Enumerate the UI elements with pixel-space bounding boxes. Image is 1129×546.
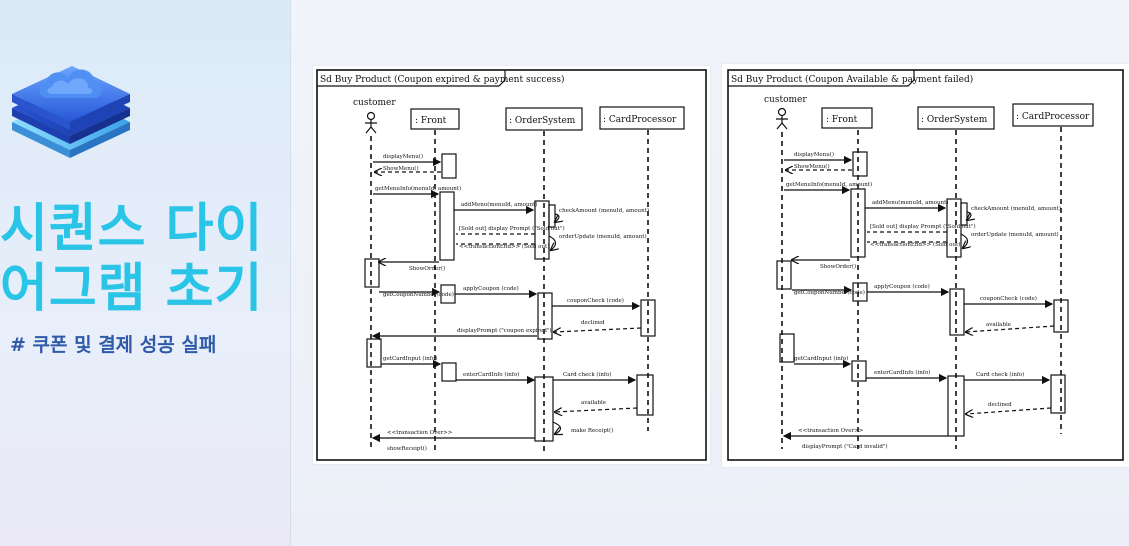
sequence-diagram-coupon-expired: Sd Buy Product (Coupon expired & payment… (313, 66, 710, 464)
message-label: couponCheck (code) (567, 297, 624, 304)
message-label: displayPrompt ("coupon expired") (457, 327, 552, 334)
message-label: [Sold out] display Prompt ("Sold out") (870, 223, 976, 230)
participant-front: : Front (415, 116, 447, 126)
message-label: ShowMenu() (383, 165, 419, 172)
message-label: getCardInput (info) (794, 355, 848, 362)
message-label: addMenu(menuId, amount) (461, 201, 537, 208)
layers-cloud-logo (12, 66, 130, 158)
participant-cardprocessor: : CardProcessor (603, 115, 677, 125)
actor-label: customer (764, 95, 807, 105)
message-label: make Receipt() (571, 427, 613, 434)
message-label: addMenu(menuId, amount) (872, 199, 948, 206)
message-label: enterCardInfo (info) (463, 371, 519, 378)
message-label: applyCoupon (code) (874, 283, 930, 290)
participant-front: : Front (826, 115, 858, 125)
sequence-diagram-payment-failed: Sd Buy Product (Coupon Available & payme… (722, 64, 1129, 467)
sequence-diagram-a-svg: Sd Buy Product (Coupon expired & payment… (316, 69, 707, 461)
message-label: ShowOrder() (820, 263, 856, 270)
message-label: displayMenu() (794, 151, 834, 158)
message-label: <<transaction Over>> (798, 428, 864, 434)
message-label: [Sold out] display Prompt ("Sold out") (459, 225, 565, 232)
message-label: getMenuInfo(menuId, amount) (786, 181, 872, 188)
message-label: enterCardInfo (info) (874, 369, 930, 376)
message-label: checkAmount (menuId, amount) (559, 207, 649, 214)
left-panel: 시퀀스 다이 어그램 초기 # 쿠폰 및 결제 성공 실패 (0, 0, 291, 546)
sequence-diagram-b-svg: Sd Buy Product (Coupon Available & payme… (727, 69, 1124, 461)
message-label: couponCheck (code) (980, 295, 1037, 302)
page-title-line-1: 시퀀스 다이 (0, 199, 264, 259)
message-label: getCardInput (info) (383, 355, 437, 362)
message-label: getCouponNumber(code) (383, 291, 454, 298)
message-label: ShowMenu() (794, 163, 830, 170)
message-label: checkAmount (menuId, amount) (971, 205, 1061, 212)
message-label: displayMenu() (383, 153, 423, 160)
subtitle-hashtag: # 쿠폰 및 결제 성공 실패 (10, 334, 217, 356)
message-label: <<transactionEnd>> (Sold out) (459, 243, 549, 250)
message-label: Card check (info) (563, 371, 611, 378)
participant-cardprocessor: : CardProcessor (1016, 112, 1090, 122)
diagram-title: Sd Buy Product (Coupon expired & payment… (320, 74, 565, 85)
message-label: declined (988, 402, 1012, 408)
message-label: available (581, 400, 606, 406)
message-label: available (986, 322, 1011, 328)
message-label: ShowOrder() (409, 265, 445, 272)
message-label: orderUpdate (menuId, amount) (559, 233, 647, 240)
message-label: <<transaction Over>> (387, 430, 453, 436)
page-title-line-2: 어그램 초기 (0, 259, 264, 319)
diagram-title: Sd Buy Product (Coupon Available & payme… (731, 74, 973, 85)
message-label: Card check (info) (976, 371, 1024, 378)
message-label: showReceipt() (387, 445, 427, 452)
message-label: declined (581, 320, 605, 326)
participant-ordersystem: : OrderSystem (921, 115, 988, 125)
message-label: getMenuInfo(menuId, amount) (375, 185, 461, 192)
actor-label: customer (353, 98, 396, 108)
message-label: applyCoupon (code) (463, 285, 519, 292)
message-label: getCouponNumber(code) (794, 289, 865, 296)
message-label: orderUpdate (menuId, amount) (971, 231, 1059, 238)
participant-ordersystem: : OrderSystem (509, 116, 576, 126)
message-label: <<transactionEnd>> (Sold out) (870, 241, 960, 248)
message-label: displayPrompt ("Card invalid") (802, 443, 888, 450)
